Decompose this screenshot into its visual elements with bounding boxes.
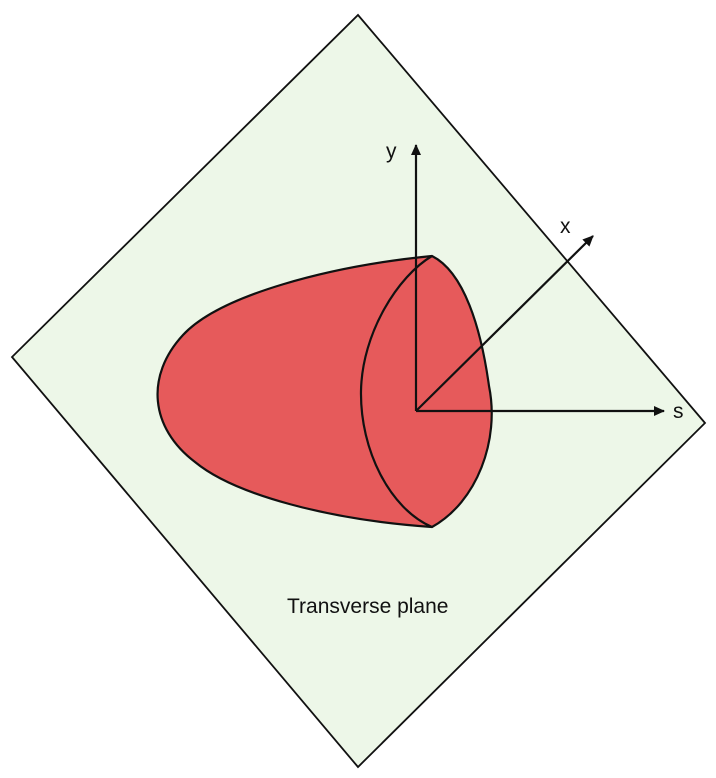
y-axis-label: y xyxy=(386,140,397,163)
paraboloid-body xyxy=(156,254,493,529)
x-axis-label: x xyxy=(560,215,571,238)
paraboloid-front-edge xyxy=(359,255,433,529)
s-axis-label: s xyxy=(673,400,684,423)
x-axis xyxy=(415,235,594,412)
plane-label: Transverse plane xyxy=(287,595,448,618)
